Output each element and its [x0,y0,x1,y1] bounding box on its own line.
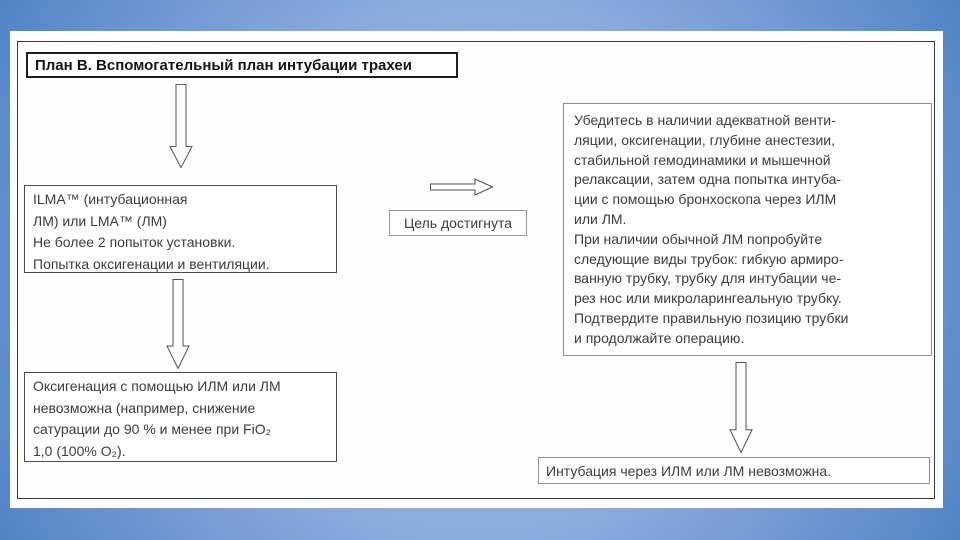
down-arrow-icon [166,279,190,369]
oxygenation-failure-node: Оксигенация с помощью ИЛМ или ЛМ невозмо… [24,372,337,462]
down-arrow-icon [169,84,193,168]
goal-achieved-node: Цель достигнута [389,210,527,236]
intubation-impossible-label: Интубация через ИЛМ или ЛМ невозможна. [546,462,832,479]
right-arrow-icon [430,178,493,196]
plan-b-title: План В. Вспомогательный план интубации т… [35,56,412,74]
flowchart-frame [17,41,935,499]
success-instructions-node: Убедитесь в наличии адекватной венти- ля… [563,103,932,356]
plan-b-title-box: План В. Вспомогательный план интубации т… [26,52,458,78]
ilma-node: ILMA™ (интубационная ЛМ) или LMA™ (ЛМ) Н… [24,185,337,273]
down-arrow-icon [729,362,753,453]
intubation-impossible-node: Интубация через ИЛМ или ЛМ невозможна. [538,457,930,484]
